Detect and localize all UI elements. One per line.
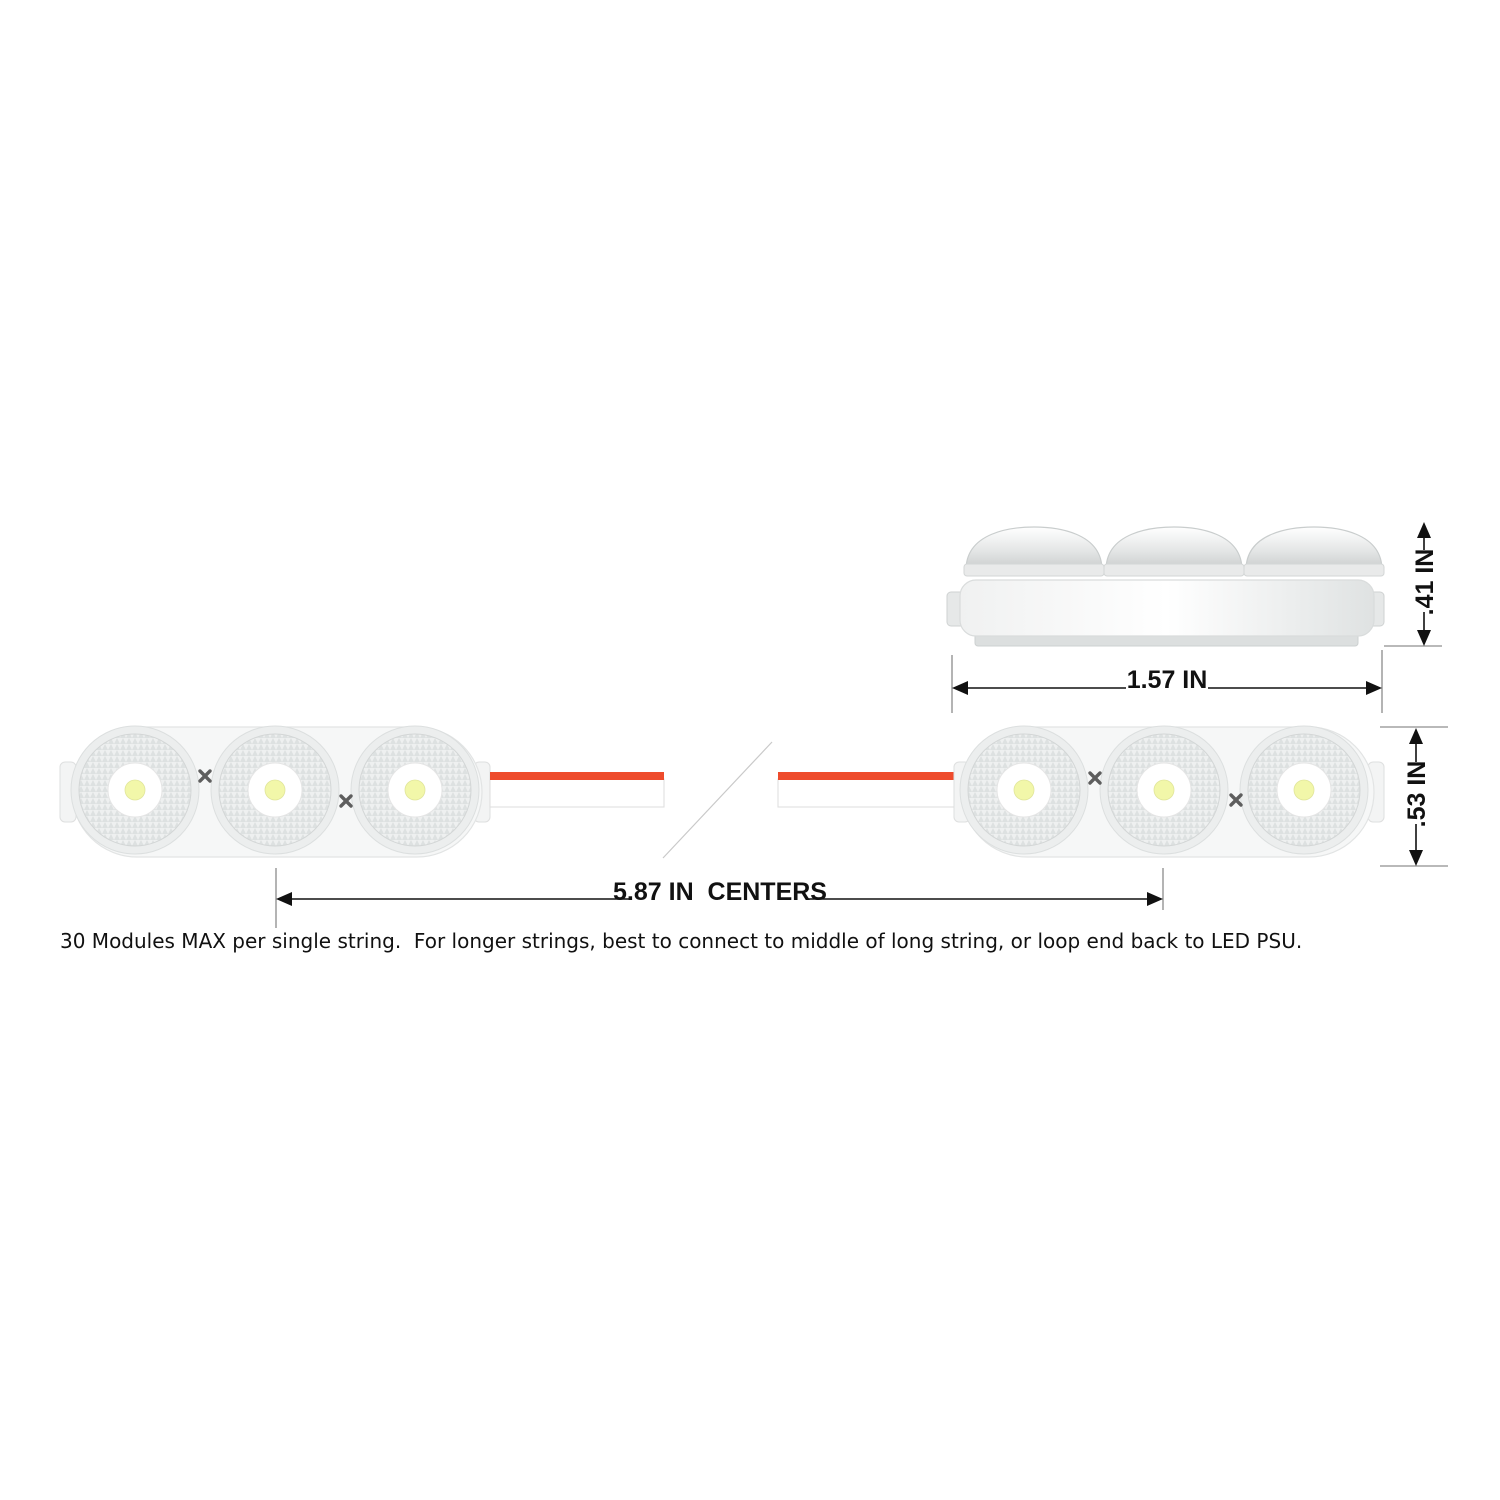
side-height-dimension-label: .41 IN	[1411, 549, 1439, 616]
dimension-centers: 5.87 IN CENTERS	[275, 868, 1164, 928]
screw-icon	[339, 794, 353, 808]
led-emitter	[124, 779, 146, 801]
led-module-right	[953, 725, 1385, 858]
arrow-up-icon	[1409, 728, 1423, 744]
led-module-left	[59, 725, 491, 858]
led-lens-3	[350, 725, 480, 855]
lens-dome-2	[1103, 526, 1245, 577]
wire-negative	[777, 778, 955, 808]
led-emitter	[1293, 779, 1315, 801]
arrow-left-icon	[276, 892, 292, 906]
arrow-right-icon	[1147, 892, 1163, 906]
wire-positive	[490, 772, 664, 780]
dimension-side-height: .41 IN	[1384, 522, 1442, 647]
screw-icon	[1229, 793, 1243, 807]
side-base	[959, 579, 1375, 637]
led-emitter	[264, 779, 286, 801]
screw-icon	[1088, 771, 1102, 785]
led-lens-2	[1099, 725, 1229, 855]
led-emitter	[1153, 779, 1175, 801]
centers-dimension-label: 5.87 IN CENTERS	[613, 878, 827, 906]
arrow-down-icon	[1417, 630, 1431, 646]
wire-pair-left	[489, 772, 665, 808]
arrow-left-icon	[952, 681, 968, 695]
led-emitter	[1013, 779, 1035, 801]
lens-dome-3	[1243, 526, 1385, 577]
led-lens-1	[959, 725, 1089, 855]
arrow-right-icon	[1366, 681, 1382, 695]
width-dimension-label: 1.57 IN	[1127, 666, 1208, 694]
break-line	[662, 741, 773, 859]
led-lens-3	[1239, 725, 1369, 855]
dimension-module-height: .53 IN	[1380, 726, 1448, 867]
arrow-up-icon	[1417, 522, 1431, 538]
wire-positive	[778, 772, 954, 780]
dimension-width: 1.57 IN	[951, 650, 1383, 713]
arrow-down-icon	[1409, 850, 1423, 866]
led-lens-1	[70, 725, 200, 855]
string-limit-note: 30 Modules MAX per single string. For lo…	[60, 929, 1302, 953]
screw-icon	[198, 769, 212, 783]
module-height-dimension-label: .53 IN	[1403, 761, 1431, 828]
led-lens-2	[210, 725, 340, 855]
wire-pair-right	[777, 772, 955, 808]
side-view-module	[946, 526, 1385, 647]
wire-negative	[489, 778, 665, 808]
lens-dome-1	[963, 526, 1105, 577]
led-emitter	[404, 779, 426, 801]
